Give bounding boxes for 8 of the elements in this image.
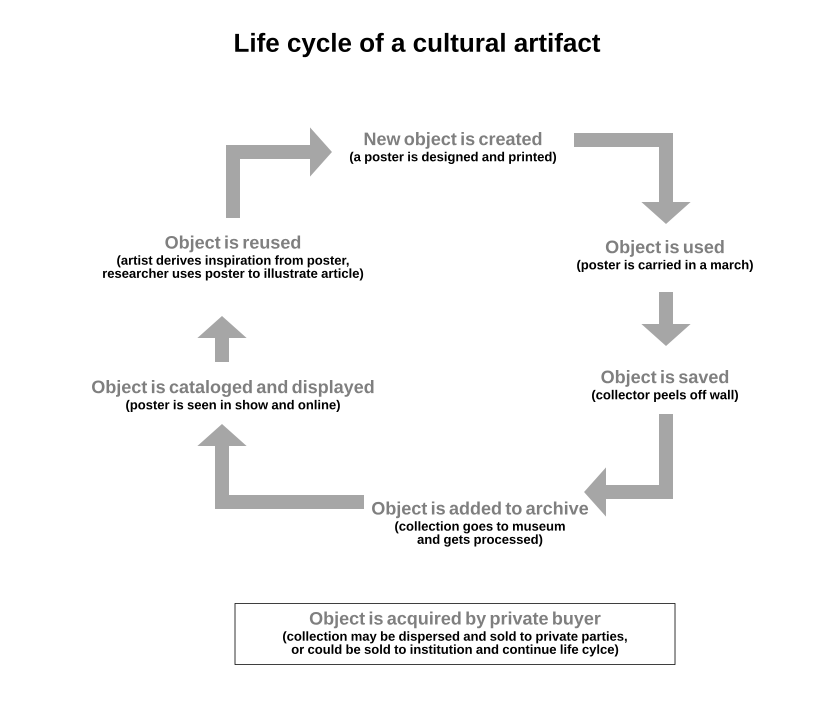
process-label: Object is saved (collector peels off wall)	[592, 370, 738, 402]
process-label: New object is created (a poster is designed and printed)	[350, 132, 556, 164]
process-label: Object is reused (artist derives inspiration from poster, researcher uses poster to illustrate article)	[103, 236, 364, 281]
process-box: Object is acquired by private buyer (collection may be dispersed and sold to private parties, or could be sold to institution and continue life cylce)	[234, 603, 676, 665]
process-label: Object is used (poster is carried in a march)	[577, 240, 753, 272]
title: Life cycle of a cultural artifact	[235, 32, 600, 58]
process-label: Object is cataloged and displayed (poster is seen in show and online)	[92, 380, 374, 412]
process-label: Object is added to archive (collection goes to museum and gets processed)	[372, 501, 588, 547]
